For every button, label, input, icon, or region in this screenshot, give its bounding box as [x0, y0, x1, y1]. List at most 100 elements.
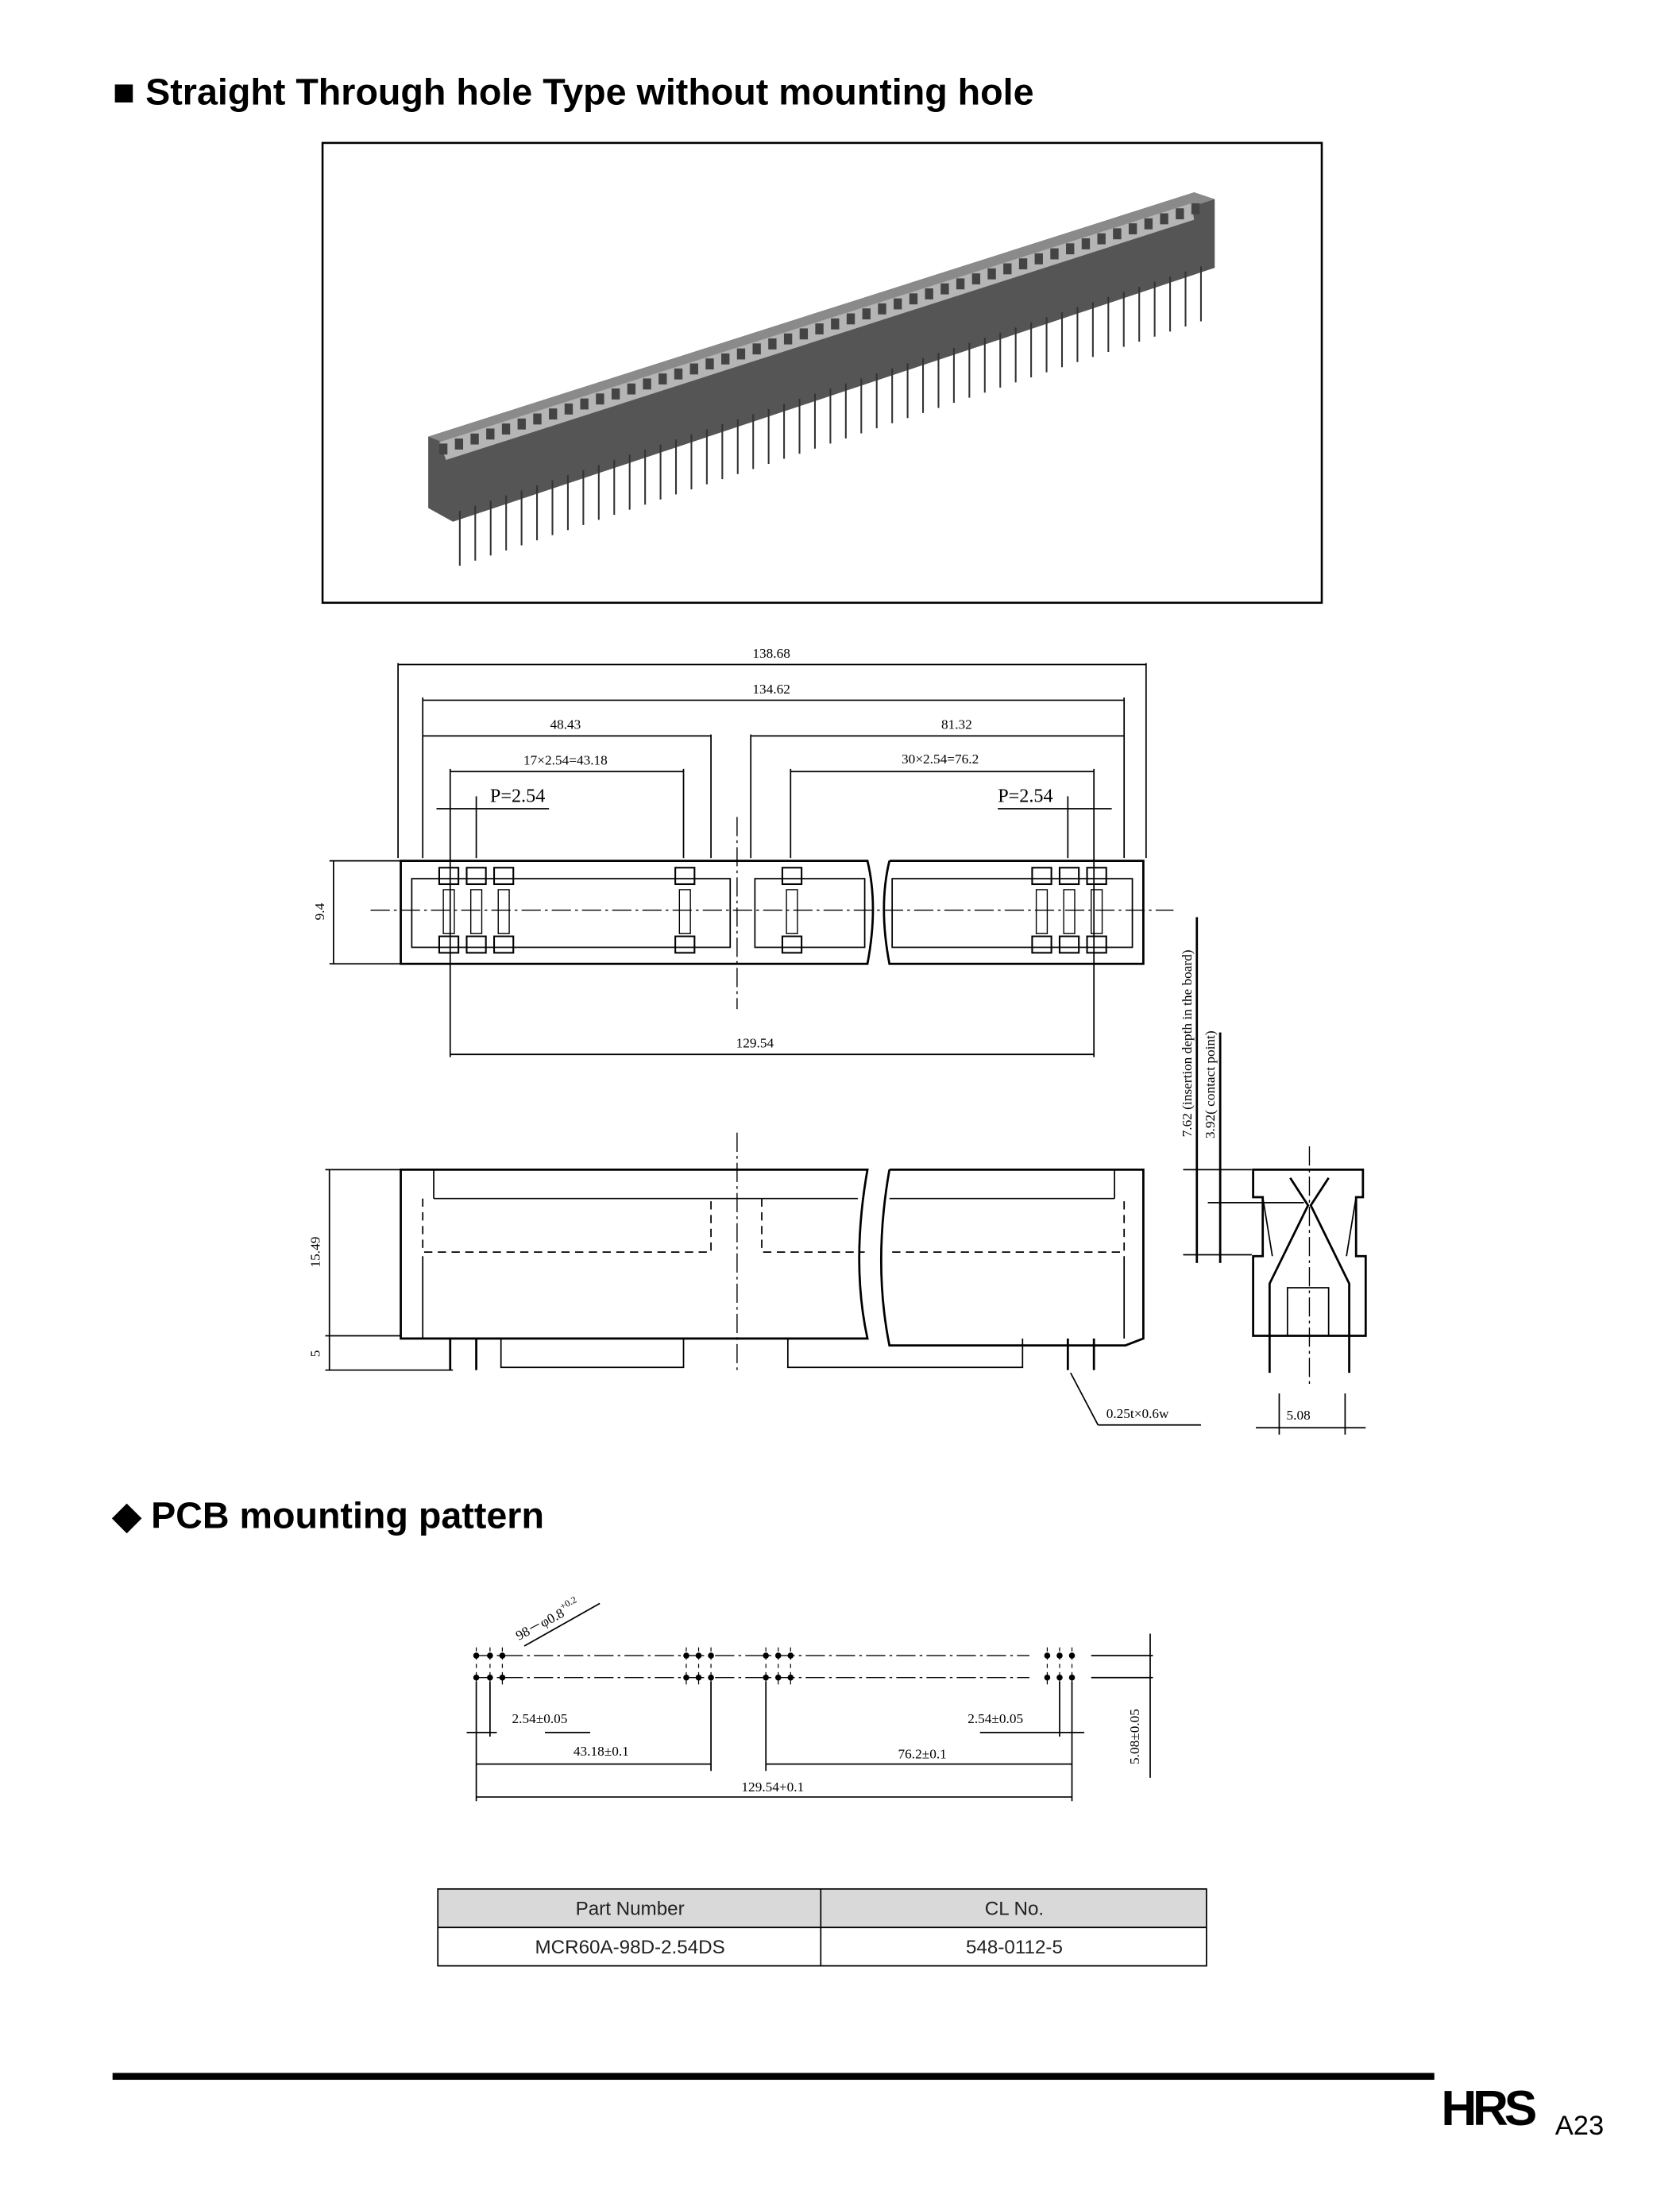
contact: [465, 935, 487, 954]
contact: [674, 867, 696, 886]
connector-pins: [438, 203, 1202, 566]
dim-total-span: 129.54+0.1: [741, 1779, 804, 1795]
dim-inner-length: 134.62: [752, 682, 790, 697]
contact-spring: [786, 889, 798, 934]
contact-slot: [1113, 228, 1122, 240]
contact: [1086, 867, 1107, 886]
contact-slot: [1003, 263, 1012, 275]
contact-slot: [1191, 203, 1200, 214]
dim-pin-size: 0.25t×0.6w: [1106, 1406, 1169, 1421]
contact-slot: [501, 423, 511, 435]
contact: [1058, 867, 1080, 886]
pcb-hole: [683, 1674, 689, 1681]
footer: HRS A23: [112, 2073, 1604, 2141]
contact-slot: [1160, 213, 1168, 225]
contact-slot: [752, 343, 761, 355]
heading-title: PCB mounting pattern: [151, 1494, 544, 1536]
dim-row-pitch: 5.08: [1287, 1408, 1311, 1423]
table-header-cl-no: CL No.: [985, 1899, 1044, 1920]
hrs-logo: HRS: [1441, 2081, 1535, 2136]
contact-spring: [1091, 889, 1103, 934]
pcb-hole: [473, 1674, 480, 1681]
contact-slot: [894, 298, 902, 310]
contact-slot: [831, 318, 840, 330]
contact: [1031, 867, 1052, 886]
contact-slot: [1176, 208, 1184, 220]
contact-slot: [721, 353, 730, 365]
contact-slot: [971, 273, 981, 284]
contact-slot: [596, 393, 604, 405]
contact-spring: [1035, 889, 1049, 934]
contact-slot: [486, 428, 495, 440]
pcb-hole: [1044, 1674, 1051, 1681]
contact-slot: [878, 303, 886, 315]
dim-overall-length: 138.68: [752, 646, 790, 661]
contact-slot: [846, 313, 855, 325]
dim-pin-span: 129.54: [736, 1036, 774, 1051]
contact-slot: [799, 328, 809, 340]
contact-slot: [815, 323, 824, 334]
contact: [438, 867, 460, 886]
dim-pitch-right: 2.54±0.05: [967, 1711, 1023, 1726]
contact-slot: [736, 348, 746, 360]
heading-title: Straight Through hole Type without mount…: [145, 71, 1033, 113]
contact: [465, 867, 487, 886]
pcb-hole: [787, 1674, 794, 1681]
top-view-drawing: 138.68 134.62 48.43 81.32 17×2.54=43.18 …: [312, 646, 1174, 1057]
pcb-hole: [774, 1674, 782, 1681]
contact-slot: [533, 413, 542, 425]
contact-slot: [580, 398, 589, 410]
contact: [781, 935, 803, 954]
contact: [493, 935, 515, 954]
contact-slot: [549, 408, 558, 420]
dim-left-span: 43.18±0.1: [574, 1744, 629, 1759]
contact-slot: [862, 308, 871, 320]
dim-width: 9.4: [312, 902, 327, 920]
contact-slot: [956, 278, 965, 290]
contact-slot: [470, 433, 479, 445]
contact-slot: [1050, 248, 1059, 260]
section-heading-straight: ■ Straight Through hole Type without mou…: [113, 71, 1034, 113]
dim-insertion-depth: 7.62 (insertion depth in the board): [1180, 949, 1195, 1137]
contact-slot: [689, 363, 698, 375]
contact-slot: [564, 403, 574, 415]
contact-slot: [909, 293, 918, 305]
pcb-hole: [708, 1674, 714, 1681]
contact-slot: [1097, 233, 1106, 245]
contact-slot: [1081, 238, 1091, 249]
dim-right-span: 76.2±0.1: [898, 1747, 947, 1762]
table-header-part-number: Part Number: [576, 1899, 685, 1920]
contact: [1086, 935, 1107, 954]
pcb-hole: [1056, 1674, 1063, 1681]
contact-slot: [705, 358, 714, 370]
contact-slot: [674, 368, 683, 380]
contact-spring: [469, 889, 483, 934]
contact-spring: [678, 889, 691, 934]
contact-slot: [517, 418, 526, 430]
page-number: A23: [1555, 2111, 1604, 2141]
contact-slot: [611, 388, 620, 400]
contact-slot: [658, 373, 667, 384]
cross-section-drawing: 7.62 (insertion depth in the board) 3.92…: [1180, 917, 1367, 1435]
contact-spring: [1063, 889, 1076, 934]
heading-bullet: ■: [113, 71, 135, 113]
dim-left-pitch-span: 17×2.54=43.18: [523, 753, 608, 768]
contact-slot: [438, 443, 448, 455]
pcb-hole: [763, 1674, 769, 1681]
contact-slot: [1144, 218, 1153, 230]
pcb-hole: [695, 1674, 702, 1681]
contact: [781, 867, 803, 886]
contact-slot: [643, 378, 651, 390]
pcb-hole: [487, 1674, 493, 1681]
contact-slot: [987, 268, 996, 280]
contact-slot: [627, 383, 636, 395]
contact-slot: [940, 283, 949, 295]
contact: [438, 935, 460, 954]
contact-slot: [1018, 258, 1028, 270]
dim-height: 15.49: [308, 1237, 323, 1268]
contact: [1031, 935, 1052, 954]
contact-slot: [1128, 223, 1137, 234]
contact-slot: [454, 439, 464, 450]
heading-bullet: ◆: [112, 1494, 143, 1536]
